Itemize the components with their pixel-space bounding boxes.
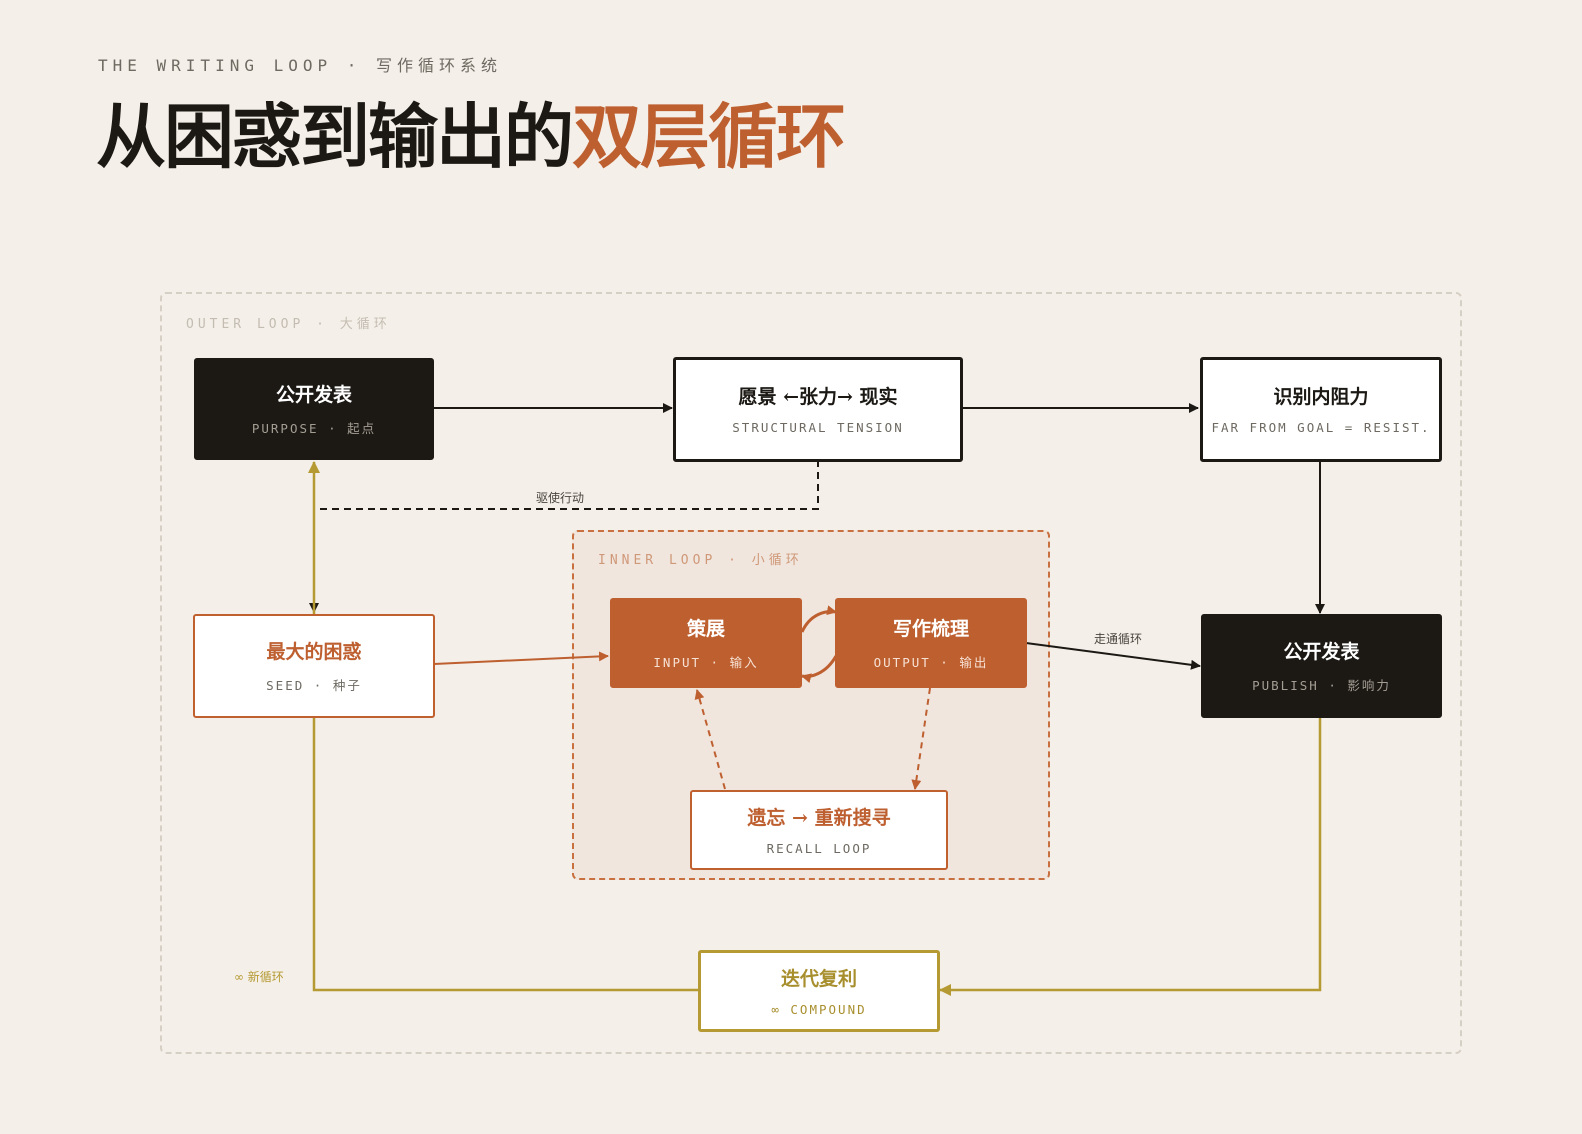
node-resist-title: 识别内阻力	[1273, 386, 1369, 408]
edge-label-new-loop: ∞ 新循环	[234, 970, 284, 984]
node-purpose-subtitle: PURPOSE · 起点	[251, 420, 377, 436]
node-tension-subtitle: STRUCTURAL TENSION	[732, 420, 904, 435]
node-compound[interactable]: 迭代复利 ∞ COMPOUND	[698, 950, 940, 1032]
edge-output-to-publish	[1025, 642, 1201, 670]
node-resist-subtitle: FAR FROM GOAL = RESIST.	[1211, 420, 1431, 435]
node-input[interactable]: 策展 INPUT · 输入	[610, 598, 802, 688]
edge-output-to-recall	[911, 687, 931, 790]
node-recall-subtitle: RECALL LOOP	[766, 840, 872, 856]
edge-input-output-loop-bottom	[801, 655, 838, 684]
edge-label-through: 走通循环	[1094, 632, 1143, 646]
edge-seed-to-input	[433, 651, 609, 665]
node-recall-title: 遗忘 → 重新搜寻	[747, 806, 891, 829]
node-compound-title: 迭代复利	[780, 967, 857, 990]
node-seed[interactable]: 最大的困惑 SEED · 种子	[193, 614, 435, 718]
node-output[interactable]: 写作梳理 OUTPUT · 输出	[835, 598, 1027, 688]
node-tension-title: 愿景 ←张力→ 现实	[738, 386, 898, 408]
node-publish-title: 公开发表	[1283, 640, 1360, 663]
node-seed-subtitle: SEED · 种子	[266, 677, 362, 693]
node-recall[interactable]: 遗忘 → 重新搜寻 RECALL LOOP	[690, 790, 948, 870]
inner-loop-label: INNER LOOP · 小循环	[598, 553, 803, 568]
node-input-subtitle: INPUT · 输入	[653, 654, 759, 670]
edge-publish-to-compound	[939, 716, 1322, 996]
node-output-title: 写作梳理	[892, 617, 969, 640]
title-main: 从困惑到输出的	[96, 95, 574, 178]
outer-loop-label: OUTER LOOP · 大循环	[186, 317, 391, 332]
edge-recall-to-input	[694, 689, 726, 790]
node-tension[interactable]: 愿景 ←张力→ 现实 STRUCTURAL TENSION	[673, 357, 963, 462]
node-publish[interactable]: 公开发表 PUBLISH · 影响力	[1201, 614, 1442, 718]
node-publish-subtitle: PUBLISH · 影响力	[1252, 677, 1391, 693]
page-kicker: THE WRITING LOOP · 写作循环系统	[98, 56, 503, 75]
node-purpose[interactable]: 公开发表 PURPOSE · 起点	[194, 358, 434, 460]
node-resist[interactable]: 识别内阻力 FAR FROM GOAL = RESIST.	[1200, 357, 1442, 462]
node-output-subtitle: OUTPUT · 输出	[873, 654, 989, 670]
title-accent: 双层循环	[572, 95, 846, 178]
edge-input-output-loop-top	[800, 605, 837, 633]
node-seed-title: 最大的困惑	[266, 640, 362, 663]
outer-loop-frame	[160, 292, 1462, 1054]
node-purpose-title: 公开发表	[275, 383, 352, 406]
node-input-title: 策展	[686, 617, 725, 640]
edge-drive-action	[309, 460, 819, 613]
page-title: 从困惑到输出的双层循环	[96, 92, 846, 182]
node-compound-subtitle: ∞ COMPOUND	[771, 1001, 867, 1017]
edge-label-drive: 驱使行动	[536, 491, 585, 505]
edge-compound-to-purpose	[308, 461, 698, 992]
